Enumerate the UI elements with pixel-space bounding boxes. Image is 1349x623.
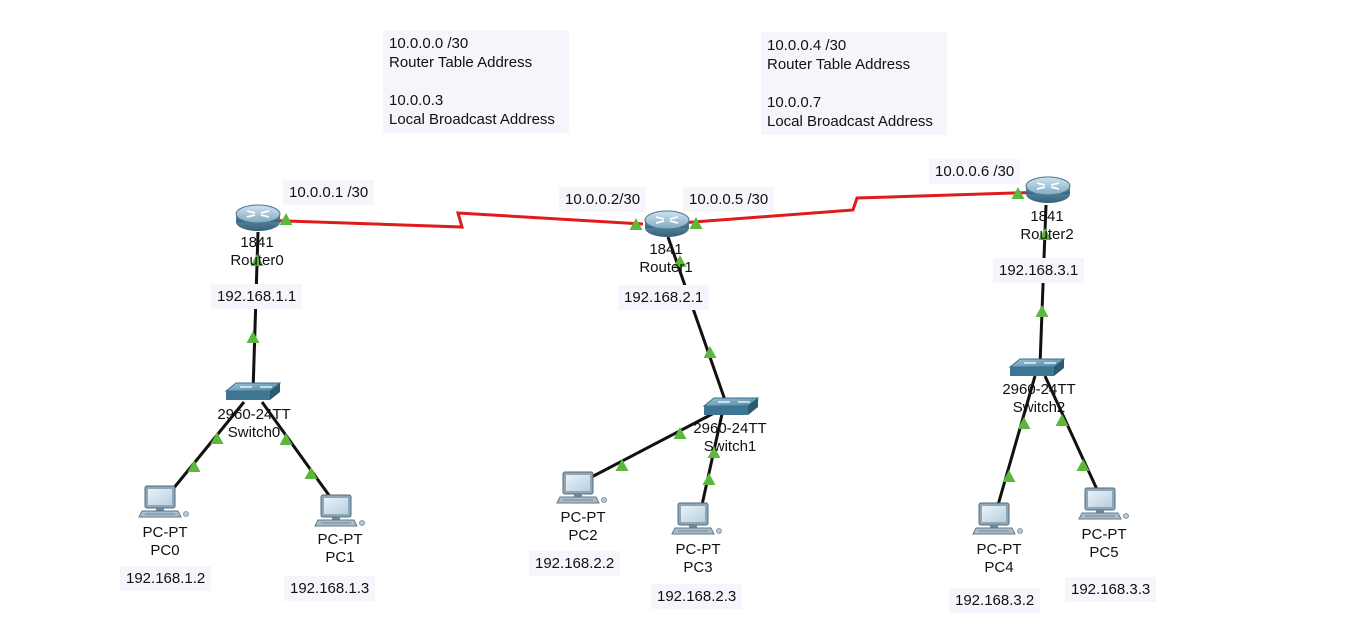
pc-icon[interactable]: [556, 471, 607, 504]
wan-ip-router0: 10.0.0.1 /30: [283, 180, 375, 205]
pc-model: PC-PT: [675, 541, 721, 558]
link-switch1-pc2: [581, 410, 717, 484]
serial-link-router1-router2: [666, 190, 1047, 226]
pc-name: PC5: [1089, 544, 1119, 561]
pc1-ip: 192.168.1.3: [284, 576, 376, 601]
pc-name: PC3: [683, 559, 713, 576]
pc1-label: PC-PT PC1: [318, 531, 363, 567]
note-subnet: 10.0.0.0 /30: [389, 35, 469, 52]
note-subnet-desc: Router Table Address: [389, 54, 533, 71]
pc-model: PC-PT: [1081, 526, 1127, 543]
switch-model: 2960-24TT: [217, 406, 291, 423]
wan-ip-router1-a: 10.0.0.2/30: [559, 187, 647, 212]
switch-model: 2960-24TT: [693, 420, 767, 437]
link-up-indicator: [279, 213, 293, 225]
pc5-ip: 192.168.3.3: [1065, 577, 1157, 602]
switch-name: Switch1: [703, 438, 757, 455]
wan-ip-router2: 10.0.0.6 /30: [929, 159, 1021, 184]
router-model: 1841: [240, 234, 274, 251]
note-broadcast: 10.0.0.3: [389, 92, 444, 109]
pc4-label: PC-PT PC4: [977, 541, 1022, 577]
switch-name: Switch2: [1012, 399, 1066, 416]
router0-label: 1841 Router0: [230, 234, 283, 270]
pc-icon[interactable]: [138, 485, 189, 518]
pc-model: PC-PT: [560, 509, 606, 526]
note-broadcast-desc: Local Broadcast Address: [389, 111, 555, 128]
pc4-ip: 192.168.3.2: [949, 588, 1041, 613]
pc-model: PC-PT: [317, 531, 363, 548]
switch-name: Switch0: [227, 424, 281, 441]
switch-model: 2960-24TT: [1002, 381, 1076, 398]
router-name: Router0: [230, 252, 284, 269]
router0-lan-ip: 192.168.1.1: [211, 284, 303, 309]
router1-lan-ip: 192.168.2.1: [618, 285, 710, 310]
switch-icon[interactable]: [225, 382, 281, 401]
router2-lan-ip: 192.168.3.1: [993, 258, 1085, 283]
note-broadcast: 10.0.0.7: [767, 94, 822, 111]
switch1-label: 2960-24TT Switch1: [693, 420, 766, 456]
link-up-indicator: [702, 473, 716, 485]
link-up-indicator: [1017, 417, 1031, 429]
router-model: 1841: [1030, 208, 1064, 225]
pc-icon[interactable]: [671, 502, 722, 535]
link-switch0-pc1: [260, 401, 338, 506]
pc-name: PC1: [325, 549, 355, 566]
link-up-indicator: [1002, 470, 1016, 482]
link-switch1-pc3: [698, 413, 724, 515]
link-up-indicator: [246, 331, 260, 343]
link-switch0-pc0: [162, 401, 246, 501]
pc2-ip: 192.168.2.2: [529, 551, 621, 576]
serial-link-router0-router1: [257, 211, 644, 229]
pc-name: PC2: [568, 527, 598, 544]
pc3-label: PC-PT PC3: [676, 541, 721, 577]
link-up-indicator: [1035, 305, 1049, 317]
note-subnet-desc: Router Table Address: [767, 56, 911, 73]
subnet-note-2: 10.0.0.4 /30 Router Table Address 10.0.0…: [761, 32, 947, 135]
pc-name: PC4: [984, 559, 1014, 576]
pc-icon[interactable]: [972, 502, 1023, 535]
note-subnet: 10.0.0.4 /30: [767, 37, 847, 54]
router-model: 1841: [649, 241, 683, 258]
router-icon[interactable]: [1025, 176, 1071, 204]
pc-name: PC0: [150, 542, 180, 559]
pc-model: PC-PT: [976, 541, 1022, 558]
pc-icon[interactable]: [1078, 487, 1129, 520]
switch-icon[interactable]: [703, 397, 759, 416]
switch2-label: 2960-24TT Switch2: [1002, 381, 1075, 417]
pc5-label: PC-PT PC5: [1082, 526, 1127, 562]
subnet-note-1: 10.0.0.0 /30 Router Table Address 10.0.0…: [383, 30, 569, 133]
pc2-label: PC-PT PC2: [561, 509, 606, 545]
wan-ip-router1-b: 10.0.0.5 /30: [683, 187, 775, 212]
link-switch2-pc4: [994, 375, 1037, 513]
switch-icon[interactable]: [1009, 358, 1065, 377]
router-icon[interactable]: [235, 204, 281, 232]
pc-model: PC-PT: [142, 524, 188, 541]
router-icon[interactable]: [644, 210, 690, 238]
pc0-ip: 192.168.1.2: [120, 566, 212, 591]
pc3-ip: 192.168.2.3: [651, 584, 743, 609]
link-up-indicator: [1076, 459, 1090, 471]
pc-icon[interactable]: [314, 494, 365, 527]
link-up-indicator: [187, 460, 201, 472]
note-broadcast-desc: Local Broadcast Address: [767, 113, 933, 130]
link-switch2-pc5: [1043, 375, 1102, 497]
router-name: Router1: [639, 259, 693, 276]
switch0-label: 2960-24TT Switch0: [217, 406, 290, 442]
link-up-indicator: [304, 467, 318, 479]
pc0-label: PC-PT PC0: [143, 524, 188, 560]
router2-label: 1841 Router2: [1020, 208, 1073, 244]
router-name: Router2: [1020, 226, 1074, 243]
router1-label: 1841 Router1: [639, 241, 692, 277]
